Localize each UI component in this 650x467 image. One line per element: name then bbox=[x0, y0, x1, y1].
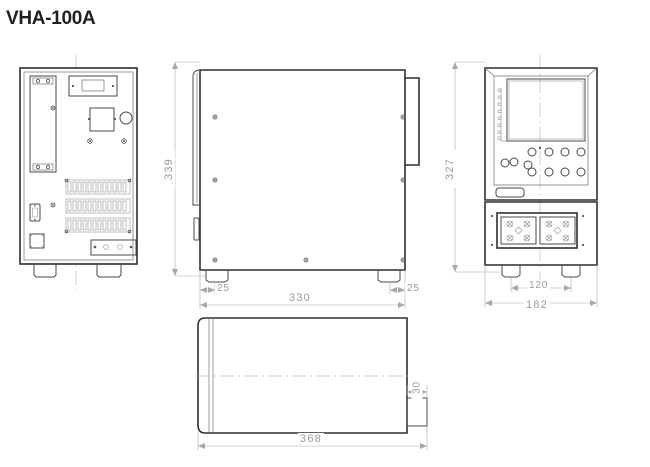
rear-standoff-screws bbox=[50, 105, 127, 208]
dim-label-25-left: 25 bbox=[215, 283, 232, 294]
dim-label-182: 182 bbox=[524, 299, 550, 311]
vent-row bbox=[65, 179, 131, 195]
top-view-dimensions bbox=[197, 385, 428, 450]
front-display-scale bbox=[497, 88, 507, 142]
front-lower-housing bbox=[484, 201, 598, 266]
side-handle-slot bbox=[193, 217, 200, 241]
front-panel-view bbox=[484, 55, 598, 292]
terminal-group-right bbox=[539, 216, 576, 245]
side-body-outline bbox=[199, 69, 406, 271]
rear-round-port bbox=[119, 111, 133, 125]
top-body-outline bbox=[197, 317, 408, 434]
dim-label-339: 339 bbox=[163, 150, 175, 188]
side-view-dimensions bbox=[172, 61, 406, 309]
vent-row bbox=[65, 198, 131, 214]
front-handle-recess[interactable] bbox=[495, 187, 525, 198]
side-feet bbox=[205, 270, 401, 283]
rear-top-plate bbox=[68, 75, 118, 97]
dim-label-327: 327 bbox=[444, 150, 456, 188]
dim-label-30: 30 bbox=[411, 372, 423, 403]
rear-dsub-connector bbox=[29, 203, 41, 222]
drawing-title: VHA-100A bbox=[6, 8, 96, 29]
dim-label-25-right: 25 bbox=[405, 283, 422, 294]
front-bezel-housing bbox=[484, 67, 598, 201]
front-indicator-led bbox=[538, 146, 542, 150]
rear-feet bbox=[33, 264, 122, 278]
dim-label-368: 368 bbox=[298, 433, 324, 445]
front-terminal-block bbox=[490, 212, 585, 249]
front-feet bbox=[501, 265, 581, 278]
terminal-group-left bbox=[500, 216, 537, 245]
rear-power-inlet bbox=[90, 239, 137, 256]
rear-square-module bbox=[87, 107, 117, 132]
side-rear-module bbox=[405, 77, 420, 166]
front-view-dimensions bbox=[452, 61, 598, 307]
rear-panel-view bbox=[19, 55, 138, 290]
rear-earth-fitting bbox=[29, 233, 45, 249]
front-nav-buttons[interactable] bbox=[500, 147, 537, 177]
rear-case-outline bbox=[19, 67, 138, 265]
side-view bbox=[192, 69, 420, 283]
top-view bbox=[196, 317, 428, 434]
vent-row bbox=[65, 217, 131, 233]
side-screws bbox=[212, 114, 406, 263]
rear-vent-grille bbox=[64, 178, 132, 234]
dim-label-330: 330 bbox=[287, 292, 313, 304]
side-front-bezel bbox=[192, 69, 201, 206]
front-display-screen bbox=[506, 78, 586, 142]
rear-case-inner bbox=[23, 71, 134, 261]
front-function-buttons[interactable] bbox=[544, 147, 586, 177]
rear-left-module bbox=[29, 75, 57, 173]
dim-label-120: 120 bbox=[527, 280, 551, 291]
